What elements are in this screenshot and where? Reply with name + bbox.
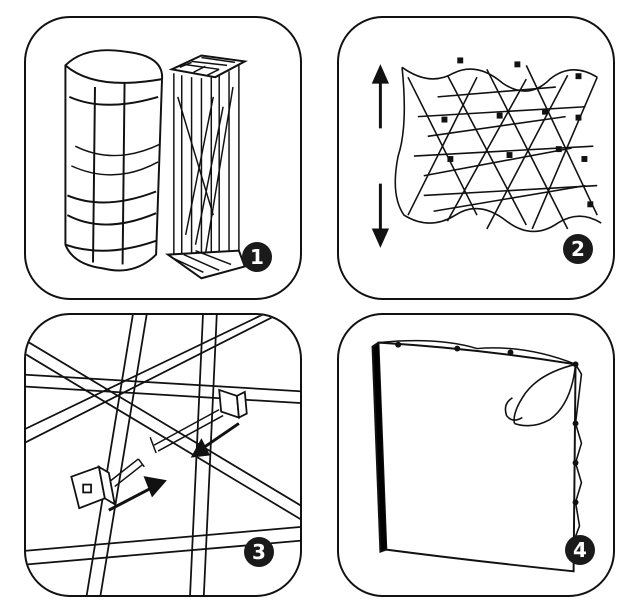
connector-block-icon [70, 465, 116, 510]
collapsed-frame-icon [165, 54, 248, 280]
step-1-number-badge: 1 [242, 242, 272, 272]
insert-arrow-icon [108, 476, 167, 512]
scissor-frame-icon [394, 65, 602, 233]
fabric-wall-icon [371, 339, 577, 573]
spring-pin-icon [110, 409, 224, 488]
connector-block-icon-2 [218, 388, 248, 419]
side-edge-links-icon [572, 363, 583, 560]
carry-bag-icon [64, 49, 164, 272]
step-4-number-badge: 4 [565, 535, 595, 565]
insert-arrow-icon-2 [190, 422, 240, 458]
step-2-number-badge: 2 [563, 234, 593, 264]
connector-closeup-illustration [26, 315, 300, 595]
step-1-panel: 1 [24, 16, 302, 300]
packed-frame-and-bag-illustration [64, 49, 248, 280]
expand-down-arrow-icon [371, 183, 390, 248]
step-2-panel: 2 [337, 16, 615, 300]
step-4-panel: 4 [337, 313, 615, 597]
expand-up-arrow-icon [371, 64, 390, 129]
expanding-frame-illustration [371, 57, 602, 248]
corner-bracket-icon [504, 363, 577, 427]
step-3-number-badge: 3 [244, 537, 274, 567]
step-3-panel: 3 [24, 313, 302, 597]
fabric-attached-illustration [371, 339, 583, 573]
